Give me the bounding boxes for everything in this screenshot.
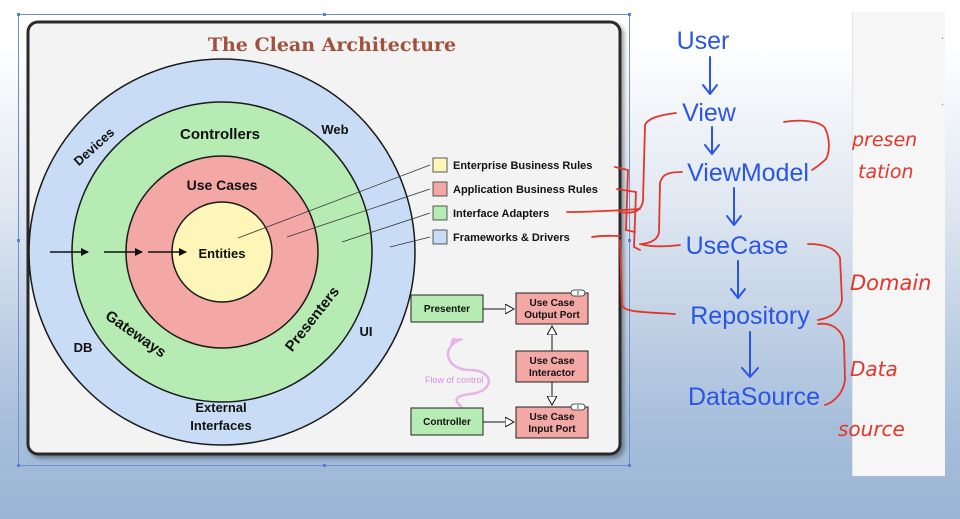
resize-handle[interactable] [323, 13, 326, 16]
label-web: Web [321, 122, 348, 137]
input-port-box [515, 406, 589, 439]
output-port-label-1: Use Case [529, 298, 574, 309]
label-entities: Entities [199, 246, 246, 261]
domain-bracket [807, 243, 843, 321]
annotation-stroke [641, 171, 683, 245]
interface-marker [570, 403, 586, 411]
controller-label: Controller [423, 417, 471, 428]
output-port-label-2: Output Port [524, 310, 580, 321]
resize-handle[interactable] [17, 464, 20, 467]
interface-marker-label: I [577, 405, 579, 411]
stack-usecase: UseCase [686, 232, 789, 260]
side-panel [852, 12, 945, 476]
layer-annotations: presen tation Domain Data source [838, 129, 932, 441]
stack-arrow [730, 260, 746, 299]
legend-swatch-frameworks [432, 229, 448, 245]
stack-view: View [682, 99, 737, 127]
annotation-stroke [614, 166, 636, 233]
legend-leader-line [389, 236, 431, 248]
legend-leader-line [341, 212, 431, 243]
flow-of-control-diagram: Flow of control Presenter Controller Use… [410, 289, 589, 439]
annotation-stroke [616, 188, 641, 251]
image-selection-frame[interactable] [17, 13, 631, 467]
interface-marker-label: I [577, 291, 579, 297]
stack-arrow [702, 56, 718, 95]
annotation-presentation-2: tation [858, 161, 914, 183]
data-bracket [817, 322, 846, 406]
stack-arrow [726, 187, 742, 226]
flow-of-control-label: Flow of control [425, 375, 484, 385]
label-external: External [195, 400, 246, 415]
resize-handle[interactable] [628, 239, 631, 242]
label-use-cases: Use Cases [187, 177, 258, 193]
label-db: DB [74, 340, 93, 355]
annotation-domain: Domain [850, 271, 932, 295]
presenter-label: Presenter [424, 304, 470, 315]
flow-of-control-arrowhead [450, 338, 464, 345]
legend-label: Frameworks & Drivers [453, 232, 570, 244]
legend-label: Enterprise Business Rules [453, 160, 592, 172]
interactor-label-1: Use Case [529, 356, 574, 367]
label-controllers: Controllers [180, 126, 260, 143]
side-panel-marker: · [941, 34, 945, 45]
annotation-data-2: source [838, 417, 905, 441]
interface-marker [570, 289, 586, 297]
input-port-label-1: Use Case [529, 412, 574, 423]
resize-handle[interactable] [17, 13, 20, 16]
stack-repository: Repository [690, 302, 810, 330]
resize-handle[interactable] [628, 13, 631, 16]
handwritten-annotations [566, 112, 846, 406]
legend-swatch-interface-adapters [432, 205, 448, 221]
diagram-title: The Clean Architecture [208, 34, 456, 56]
legend-swatch-application [432, 181, 448, 197]
annotation-stroke [591, 234, 621, 238]
flow-of-control-curve [446, 337, 490, 409]
label-interfaces: Interfaces [190, 418, 251, 433]
input-port-label-2: Input Port [528, 424, 576, 435]
annotation-presentation-1: presen [851, 129, 917, 151]
legend: Enterprise Business Rules Application Bu… [432, 157, 598, 245]
annotation-stroke [566, 208, 641, 213]
output-port-box [515, 292, 589, 325]
legend-label: Application Business Rules [453, 184, 598, 196]
legend-swatch-enterprise [432, 157, 448, 173]
stack-datasource: DataSource [688, 383, 820, 411]
clean-architecture-diagram: The Clean Architecture Entities Use Case… [26, 20, 622, 456]
legend-leader-line [237, 164, 431, 239]
resize-handle[interactable] [628, 464, 631, 467]
controller-box [410, 407, 484, 436]
stack-user: User [677, 27, 730, 55]
stack-arrow [741, 331, 759, 378]
interactor-label-2: Interactor [529, 368, 575, 379]
annotation-stroke [619, 112, 677, 214]
legend-leader-line [286, 188, 431, 238]
annotation-data-1: Data [850, 357, 898, 381]
resize-handle[interactable] [323, 464, 326, 467]
label-ui: UI [360, 324, 373, 339]
stack-viewmodel: ViewModel [687, 159, 809, 187]
interactor-box [515, 350, 589, 383]
stack-arrow [704, 126, 720, 155]
presentation-bracket [783, 119, 830, 171]
annotation-stroke [619, 239, 676, 315]
side-panel-marker: · [941, 100, 945, 111]
annotation-stroke [639, 243, 681, 248]
legend-label: Interface Adapters [453, 208, 549, 220]
resize-handle[interactable] [17, 239, 20, 242]
architecture-stack: User View ViewModel UseCase Repository D… [677, 27, 820, 411]
presenter-box [410, 294, 484, 323]
